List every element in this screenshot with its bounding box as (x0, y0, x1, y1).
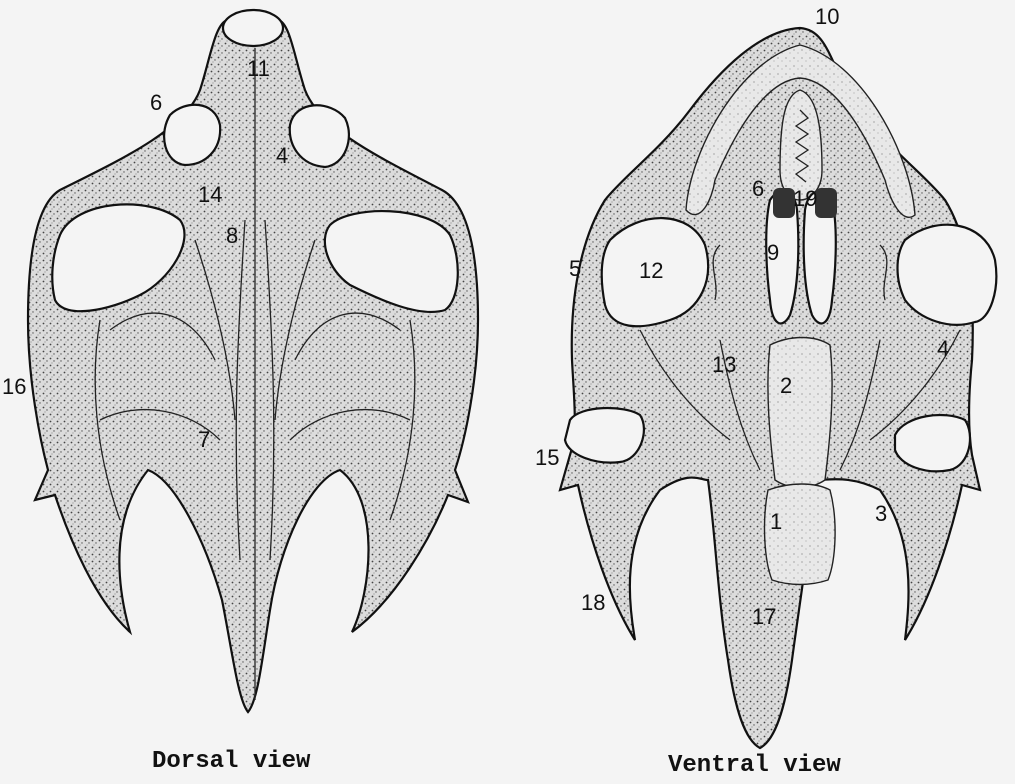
ventral-label-3: 3 (875, 501, 887, 526)
ventral-label-18: 18 (581, 590, 605, 615)
dorsal-nasal-opening (223, 10, 283, 46)
dorsal-caption: Dorsal view (152, 748, 311, 775)
dorsal-view: 6 11 4 14 8 16 7 Dorsal view (2, 10, 478, 775)
ventral-right-condyle-opening (895, 415, 970, 471)
dorsal-label-6: 6 (150, 90, 162, 115)
ventral-label-9: 9 (767, 240, 779, 265)
ventral-label-1: 1 (770, 509, 782, 534)
dorsal-label-7: 7 (198, 427, 210, 452)
ventral-left-naris-tooth (773, 188, 795, 218)
ventral-label-17: 17 (752, 604, 776, 629)
ventral-caption: Ventral view (668, 752, 841, 779)
ventral-basioccipital (765, 484, 836, 585)
dorsal-label-11: 11 (247, 56, 270, 81)
ventral-label-19: 19 (793, 186, 817, 211)
ventral-label-13: 13 (712, 352, 736, 377)
ventral-label-15: 15 (535, 445, 559, 470)
dorsal-label-4: 4 (276, 143, 288, 168)
ventral-basisphenoid (768, 338, 832, 488)
ventral-label-2: 2 (780, 373, 792, 398)
dorsal-label-16: 16 (2, 374, 26, 399)
ventral-label-6: 6 (752, 176, 764, 201)
ventral-view: 10 6 19 5 12 9 4 13 2 15 3 1 18 17 Ventr… (535, 4, 996, 779)
ventral-label-12: 12 (639, 258, 663, 283)
dorsal-label-14: 14 (198, 182, 222, 207)
ventral-right-naris-tooth (815, 188, 837, 218)
ventral-label-4: 4 (937, 336, 949, 361)
ventral-label-10: 10 (815, 4, 839, 29)
ventral-label-5: 5 (569, 256, 581, 281)
dorsal-label-8: 8 (226, 223, 238, 248)
ventral-left-condyle-opening (565, 408, 644, 463)
